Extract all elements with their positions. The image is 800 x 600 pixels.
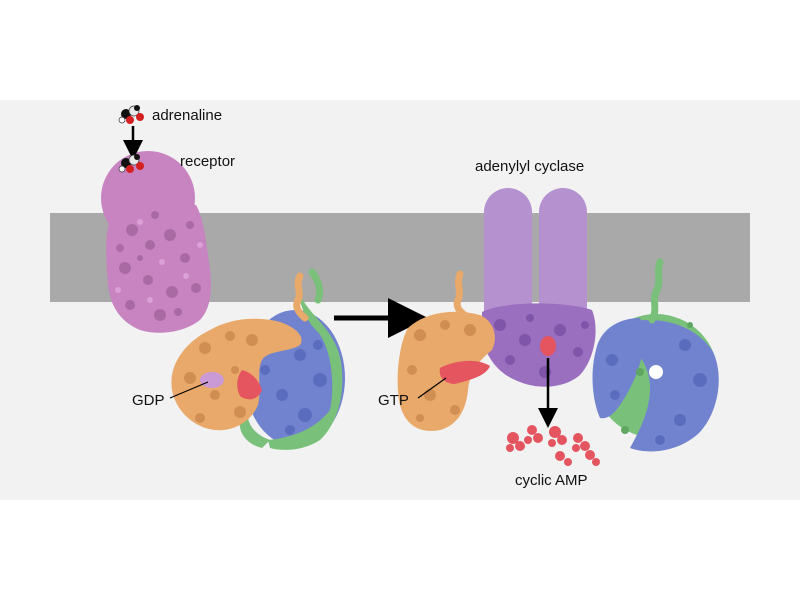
adrenaline-label: adrenaline [152,107,222,124]
gdp-label: GDP [132,392,165,409]
cyclic-amp-molecules [506,425,600,466]
receptor-label: receptor [180,153,235,170]
adrenaline-molecule-icon [119,105,144,124]
receptor-protein [101,151,211,333]
adenylyl-cyclase-label: adenylyl cyclase [475,158,584,175]
cyclic-amp-label: cyclic AMP [515,472,588,489]
gtp-label: GTP [378,392,409,409]
